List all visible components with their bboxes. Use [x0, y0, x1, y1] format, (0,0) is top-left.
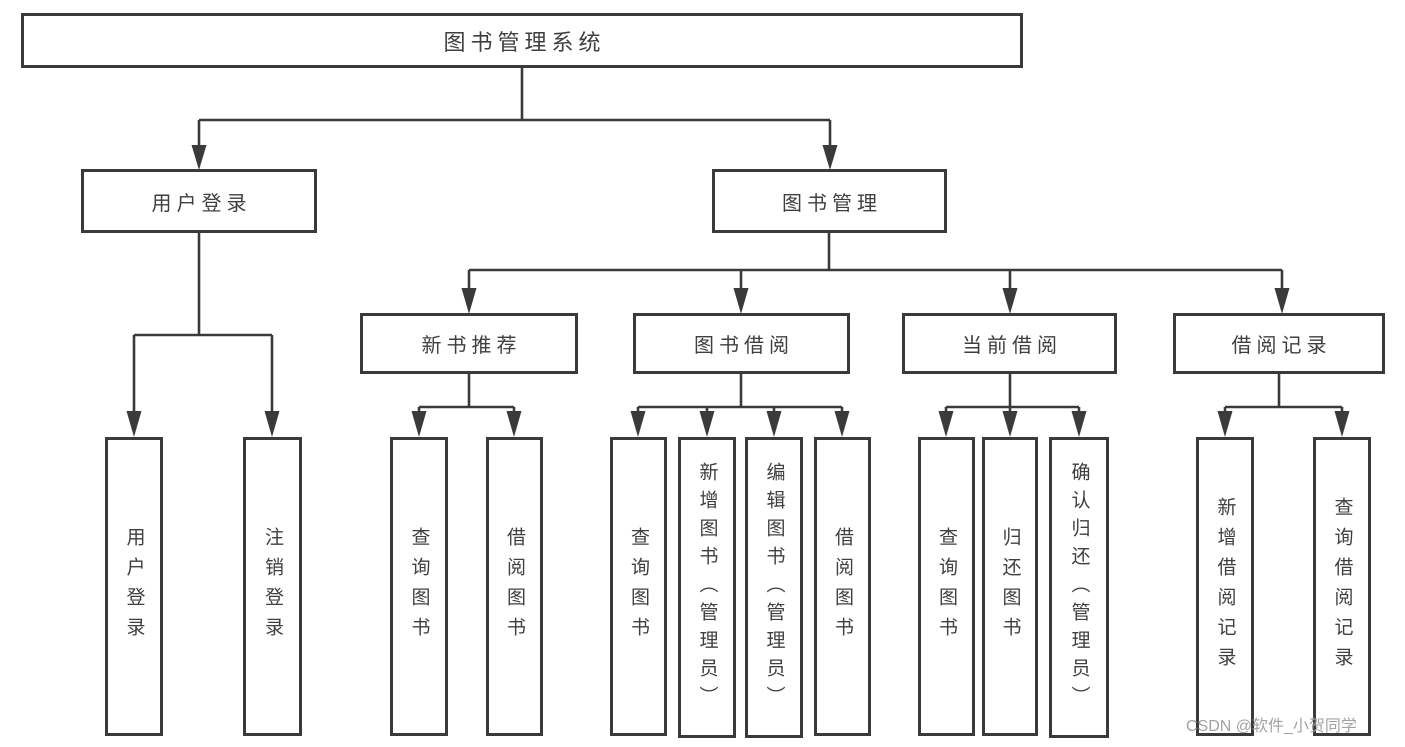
node-library-system: 图书管理系统 [21, 13, 1023, 68]
node-new-book-recommend: 新书推荐 [360, 313, 578, 374]
connector-root-to-level2 [197, 68, 832, 150]
node-book-borrow: 图书借阅 [633, 313, 850, 374]
leaf-edit-books-admin: 编辑图书（管理员） [745, 437, 803, 738]
leaf-user-login: 用户登录 [105, 437, 163, 736]
connector-user-login-branch [132, 233, 274, 420]
leaf-return-books: 归还图书 [982, 437, 1038, 736]
leaf-borrow-books-1: 借阅图书 [486, 437, 543, 736]
node-borrow-records: 借阅记录 [1173, 313, 1385, 374]
leaf-add-borrow-record: 新增借阅记录 [1196, 437, 1254, 736]
leaf-query-books-1: 查询图书 [390, 437, 448, 736]
node-current-borrow: 当前借阅 [902, 313, 1117, 374]
csdn-watermark: CSDN @软件_小贺同学 [1186, 718, 1357, 735]
connector-borrow-records-branch [1223, 374, 1344, 420]
node-book-management: 图书管理 [712, 169, 947, 233]
leaf-confirm-return-admin: 确认归还（管理员） [1049, 437, 1109, 738]
node-user-login: 用户登录 [81, 169, 317, 233]
leaf-logout: 注销登录 [243, 437, 302, 736]
leaf-borrow-books-2: 借阅图书 [814, 437, 871, 736]
leaf-query-books-3: 查询图书 [918, 437, 975, 736]
connector-book-borrow-branch [636, 374, 844, 420]
arrowheads [126, 145, 1350, 437]
leaf-query-borrow-record: 查询借阅记录 [1313, 437, 1371, 736]
leaf-add-books-admin: 新增图书（管理员） [678, 437, 736, 738]
leaf-query-books-2: 查询图书 [610, 437, 667, 736]
connector-new-book-branch [417, 374, 516, 420]
connector-book-mgmt-branch [467, 233, 1284, 296]
